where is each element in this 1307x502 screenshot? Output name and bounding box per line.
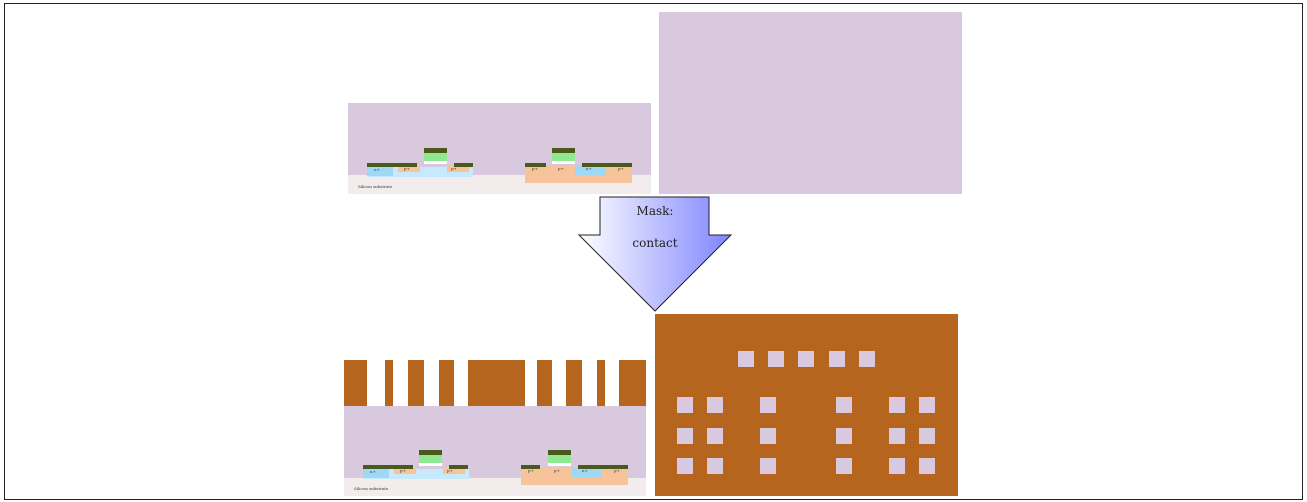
field-cap	[363, 465, 413, 469]
field-cap	[521, 465, 540, 469]
metal-pillar	[408, 360, 424, 406]
contact-hole	[889, 428, 905, 444]
gate-cap	[424, 148, 447, 153]
metal-pillar	[619, 360, 646, 406]
gate-poly	[424, 153, 447, 161]
contact-hole	[836, 397, 852, 413]
contact-hole	[677, 397, 693, 413]
n-region	[367, 167, 393, 176]
field-cap	[367, 163, 417, 167]
doping-label: p+	[618, 166, 624, 171]
n-region	[363, 469, 389, 478]
p-region	[443, 468, 465, 474]
n-region	[575, 166, 606, 175]
p-region	[447, 166, 469, 172]
contact-holes	[677, 351, 935, 474]
contact-hole	[829, 351, 845, 367]
top-view-oxide	[659, 12, 962, 194]
doping-label: p+	[554, 468, 560, 473]
doping-label: n+	[374, 167, 380, 172]
doping-label: p+	[451, 166, 457, 171]
metal-pillar	[597, 360, 605, 406]
contact-hole	[919, 428, 935, 444]
gate-poly	[552, 153, 575, 161]
doping-label: n+	[582, 468, 588, 473]
contact-hole	[919, 397, 935, 413]
doping-label: p+	[532, 166, 538, 171]
arrow-label-mask: Mask:	[637, 204, 674, 218]
doping-label: p+	[404, 166, 410, 171]
top-cross-section: Silicon substrate n+ p+ p+ p+ p+ n+ p+	[348, 103, 651, 194]
gate-poly	[548, 455, 571, 463]
contact-hole	[859, 351, 875, 367]
contact-hole	[798, 351, 814, 367]
field-cap	[582, 163, 632, 167]
metal-pillar	[385, 360, 393, 406]
metal-top-view	[655, 314, 958, 496]
gate-cap	[548, 450, 571, 455]
gate-poly	[419, 455, 442, 463]
doping-label: p+	[558, 166, 564, 171]
substrate-label: Silicon substrate	[358, 184, 393, 189]
contact-hole	[836, 428, 852, 444]
contact-hole	[760, 397, 776, 413]
bottom-cross-section: Silicon substrate n+ p+ p+	[344, 360, 646, 496]
gate-oxide	[552, 161, 575, 164]
mask-arrow: Mask: contact	[577, 196, 733, 312]
contact-hole	[760, 428, 776, 444]
field-cap	[578, 465, 628, 469]
gate-cap	[419, 450, 442, 455]
doping-label: p+	[528, 468, 534, 473]
p-region	[398, 166, 420, 172]
field-cap	[454, 163, 473, 167]
gate-oxide	[419, 463, 442, 466]
gate-oxide	[548, 463, 571, 466]
contact-hole	[707, 428, 723, 444]
contact-hole	[768, 351, 784, 367]
field-cap	[449, 465, 468, 469]
contact-hole	[738, 351, 754, 367]
contact-hole	[889, 458, 905, 474]
gate-oxide	[424, 161, 447, 164]
contact-hole	[760, 458, 776, 474]
contact-hole	[707, 458, 723, 474]
field-cap	[525, 163, 546, 167]
metal-pillar	[439, 360, 454, 406]
metal-pillar	[344, 360, 367, 406]
contact-hole	[707, 397, 723, 413]
metal-pillar	[468, 360, 525, 406]
p-region	[527, 166, 547, 172]
substrate-label: Silicon substrate	[354, 486, 389, 491]
contact-hole	[677, 428, 693, 444]
gate-cap	[552, 148, 575, 153]
doping-label: p+	[614, 468, 620, 473]
doping-label: n+	[370, 469, 376, 474]
doping-label: n+	[586, 166, 592, 171]
doping-label: p+	[400, 468, 406, 473]
arrow-label-contact: contact	[632, 236, 677, 250]
metal-pillar	[566, 360, 582, 406]
contact-hole	[889, 397, 905, 413]
metal-layer	[655, 314, 958, 496]
p-region	[394, 468, 416, 474]
n-region	[571, 468, 602, 477]
contact-hole	[836, 458, 852, 474]
doping-label: p+	[447, 468, 453, 473]
arrow-shape	[577, 196, 733, 312]
metal-pillar	[537, 360, 552, 406]
contact-hole	[919, 458, 935, 474]
contact-hole	[677, 458, 693, 474]
metal-pillars	[344, 360, 646, 406]
